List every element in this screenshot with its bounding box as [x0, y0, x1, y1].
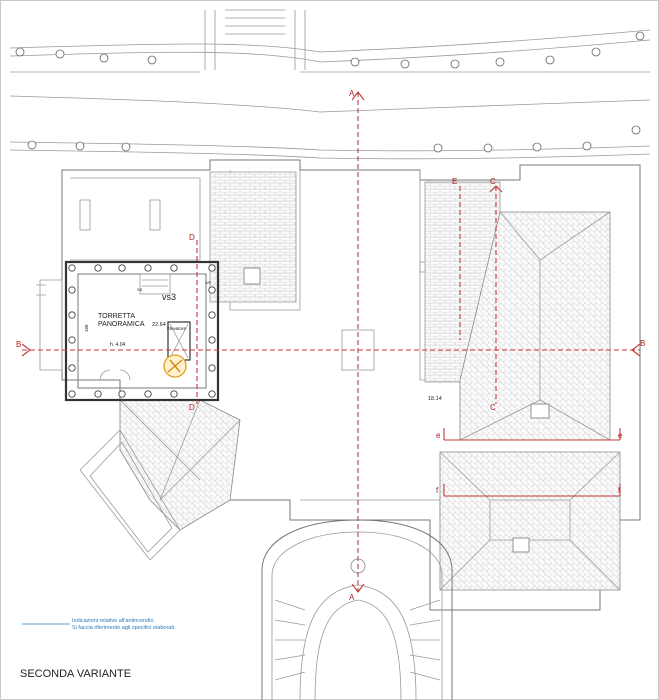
roof-right: [243, 211, 621, 591]
fire-extinguisher-icon: [163, 354, 187, 378]
torretta-room: [64, 260, 220, 402]
section-label-f-left: f: [436, 486, 439, 495]
section-label-c-top: C: [490, 177, 496, 186]
section-label-e-top: E: [452, 177, 457, 186]
roof-fan-left: [79, 399, 241, 561]
torretta-columns: [68, 264, 216, 398]
section-line-c: [489, 185, 503, 404]
section-label-d-top: D: [189, 233, 195, 242]
main-elevation-mark: 18.14: [428, 396, 442, 402]
section-label-c-bottom: C: [490, 403, 496, 412]
section-line-e-lower: [443, 428, 621, 441]
section-label-a-top: A: [349, 89, 355, 98]
room-label-sf: S/F: [205, 280, 212, 285]
room-tag: vs3: [162, 292, 176, 302]
section-label-f-right: f: [618, 486, 621, 495]
column-row-top: [15, 31, 645, 153]
drawing-title: SECONDA VARIANTE: [20, 668, 131, 680]
terrace-outline: [9, 9, 651, 160]
room-name-line1: TORRETTA: [98, 313, 135, 320]
section-line-f: [443, 484, 621, 497]
section-label-a-bottom: A: [349, 593, 355, 602]
room-height: h. 4.04: [110, 342, 126, 348]
section-label-b-left: B: [16, 340, 21, 349]
section-label-e-lower-right: e: [618, 431, 623, 440]
elevator-label: Elevatore: [167, 326, 187, 331]
room-name-line2: PANORAMICA: [98, 321, 145, 328]
section-label-b-right: B: [640, 339, 645, 348]
section-label-e-lower-left: e: [436, 431, 441, 440]
grand-staircase: [261, 519, 453, 700]
note-line-2: Si faccia riferimento agli specifici ela…: [72, 625, 176, 631]
section-label-d-bottom: D: [189, 403, 195, 412]
room-label-ss: SS: [137, 287, 143, 292]
note-line-1: Indicazioni relative all'antincendio.: [72, 618, 155, 624]
section-line-b: [21, 343, 641, 357]
room-side-label: 188: [84, 324, 89, 332]
room-elevation-mark: 22.64: [152, 322, 166, 328]
section-line-a: [351, 91, 365, 593]
